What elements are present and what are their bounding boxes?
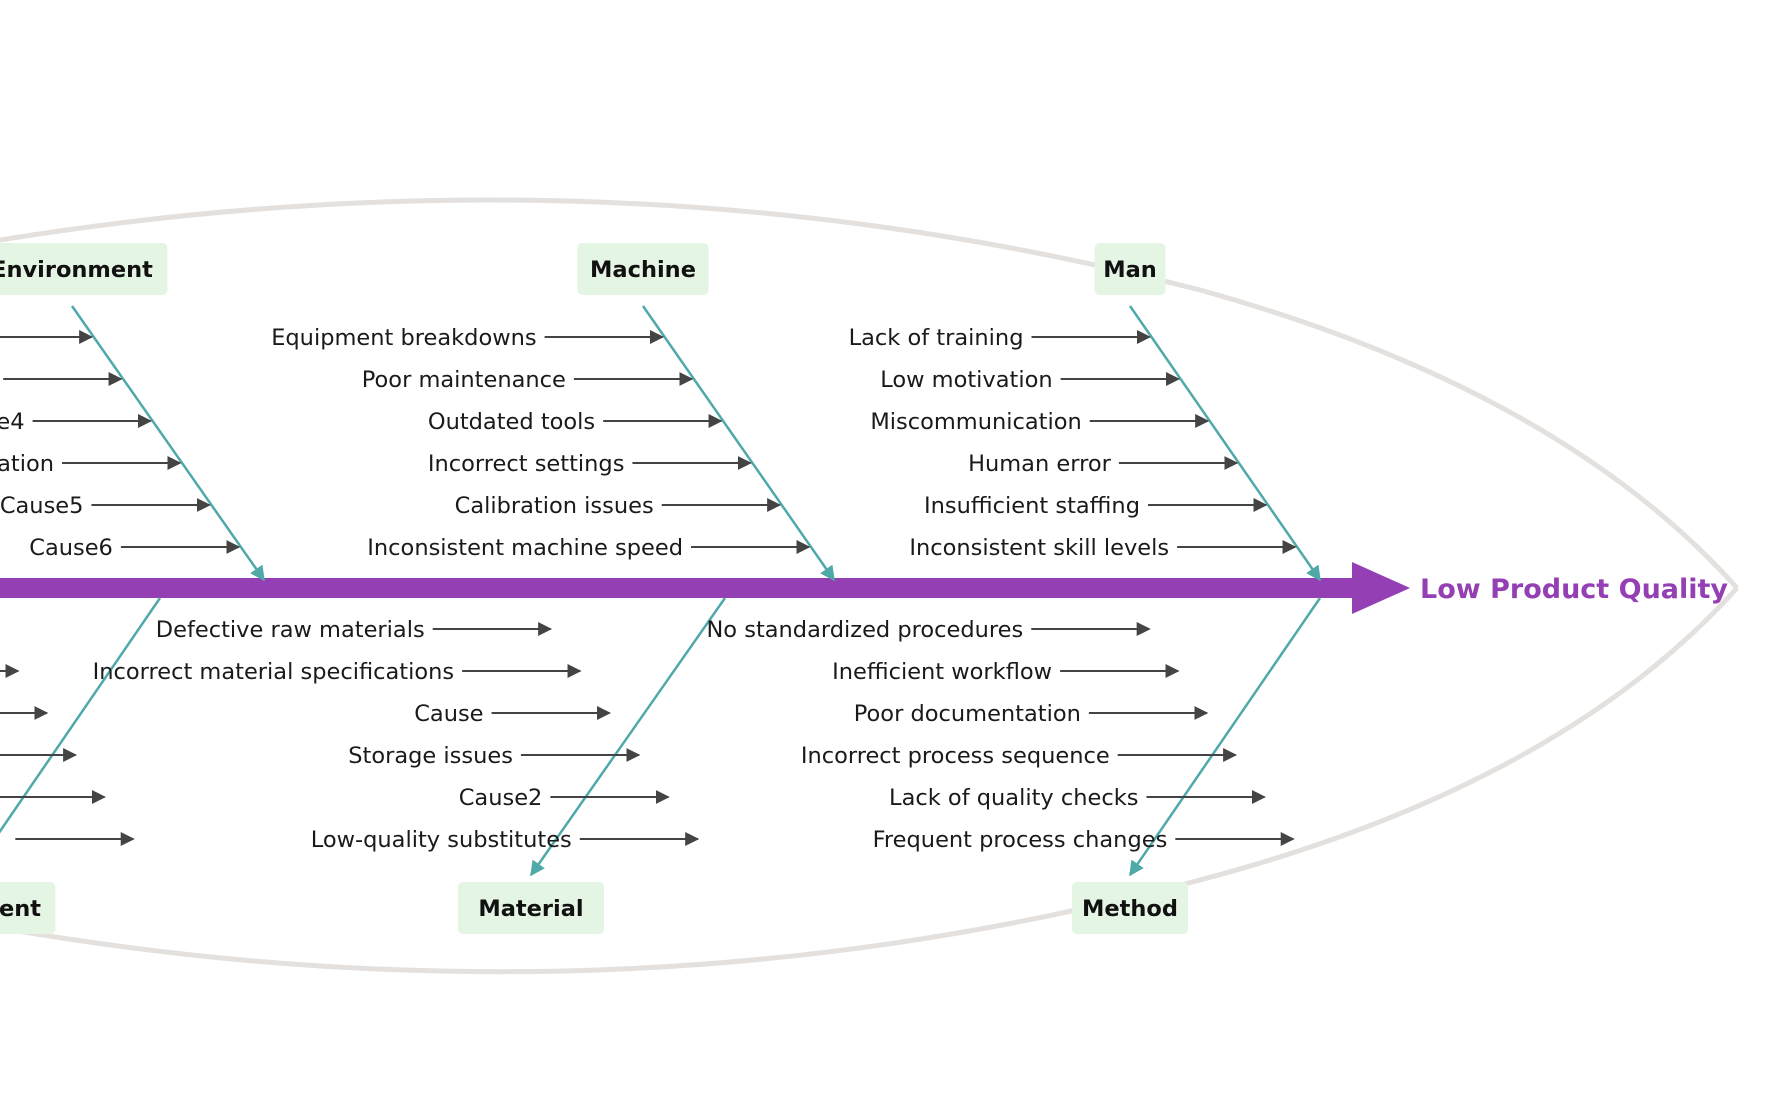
cause-label: Cause2 bbox=[459, 785, 543, 811]
cause-label: Incorrect process sequence bbox=[801, 743, 1110, 769]
cause-label: Incorrect settings bbox=[428, 451, 625, 477]
cause-label: Low-quality substitutes bbox=[311, 827, 572, 853]
cause-label: Frequent process changes bbox=[873, 827, 1168, 853]
bone-method bbox=[1128, 597, 1322, 877]
category-label-environment: Environment bbox=[0, 257, 153, 283]
cause-label: Defective raw materials bbox=[156, 617, 425, 643]
cause-label: Low motivation bbox=[880, 367, 1052, 393]
category-label-method: Method bbox=[1082, 896, 1178, 922]
bone-environment bbox=[70, 305, 266, 582]
bone-measurement bbox=[0, 597, 162, 834]
category-label-machine: Machine bbox=[590, 257, 696, 283]
cause-label: Cause bbox=[414, 701, 483, 727]
category-box-machine bbox=[577, 243, 709, 295]
cause-label: Insufficient staffing bbox=[924, 493, 1140, 519]
spine-arrowhead bbox=[1352, 562, 1410, 614]
category-label-material: Material bbox=[478, 896, 583, 922]
cause-label: Cause6 bbox=[29, 535, 113, 561]
cause-label: Lack of training bbox=[849, 325, 1024, 351]
fish-outline-top bbox=[0, 197, 1739, 590]
cause-label: ation bbox=[0, 451, 54, 477]
cause-label: Cause5 bbox=[0, 493, 83, 519]
category-box-material bbox=[458, 882, 604, 934]
bone-machine bbox=[641, 305, 836, 582]
spine bbox=[0, 578, 1362, 598]
cause-label: Calibration issues bbox=[455, 493, 654, 519]
category-box-man bbox=[1094, 243, 1166, 295]
cause-label: Human error bbox=[968, 451, 1112, 477]
cause-label: Incorrect material specifications bbox=[93, 659, 455, 685]
cause-label: Inefficient workflow bbox=[832, 659, 1052, 685]
cause-label: Miscommunication bbox=[870, 409, 1081, 435]
effect-label: Low Product Quality bbox=[1420, 574, 1728, 605]
bone-material bbox=[529, 597, 727, 877]
cause-label: Storage issues bbox=[348, 743, 513, 769]
cause-label: Outdated tools bbox=[428, 409, 595, 435]
cause-label: Inconsistent skill levels bbox=[909, 535, 1169, 561]
category-label-man: Man bbox=[1103, 257, 1157, 283]
category-box-measurement bbox=[0, 882, 56, 934]
category-box-method bbox=[1072, 882, 1188, 934]
cause-label: Poor maintenance bbox=[362, 367, 566, 393]
cause-label: Poor documentation bbox=[854, 701, 1081, 727]
cause-label: Equipment breakdowns bbox=[271, 325, 536, 351]
cause-label: Inconsistent machine speed bbox=[367, 535, 683, 561]
category-label-measurement: ent bbox=[0, 896, 41, 922]
cause-label: No standardized procedures bbox=[706, 617, 1023, 643]
fish-outline-bottom bbox=[0, 586, 1739, 975]
cause-label: Lack of quality checks bbox=[889, 785, 1138, 811]
cause-label: e4 bbox=[0, 409, 25, 435]
category-box-environment bbox=[0, 243, 168, 295]
bone-man bbox=[1128, 305, 1322, 582]
